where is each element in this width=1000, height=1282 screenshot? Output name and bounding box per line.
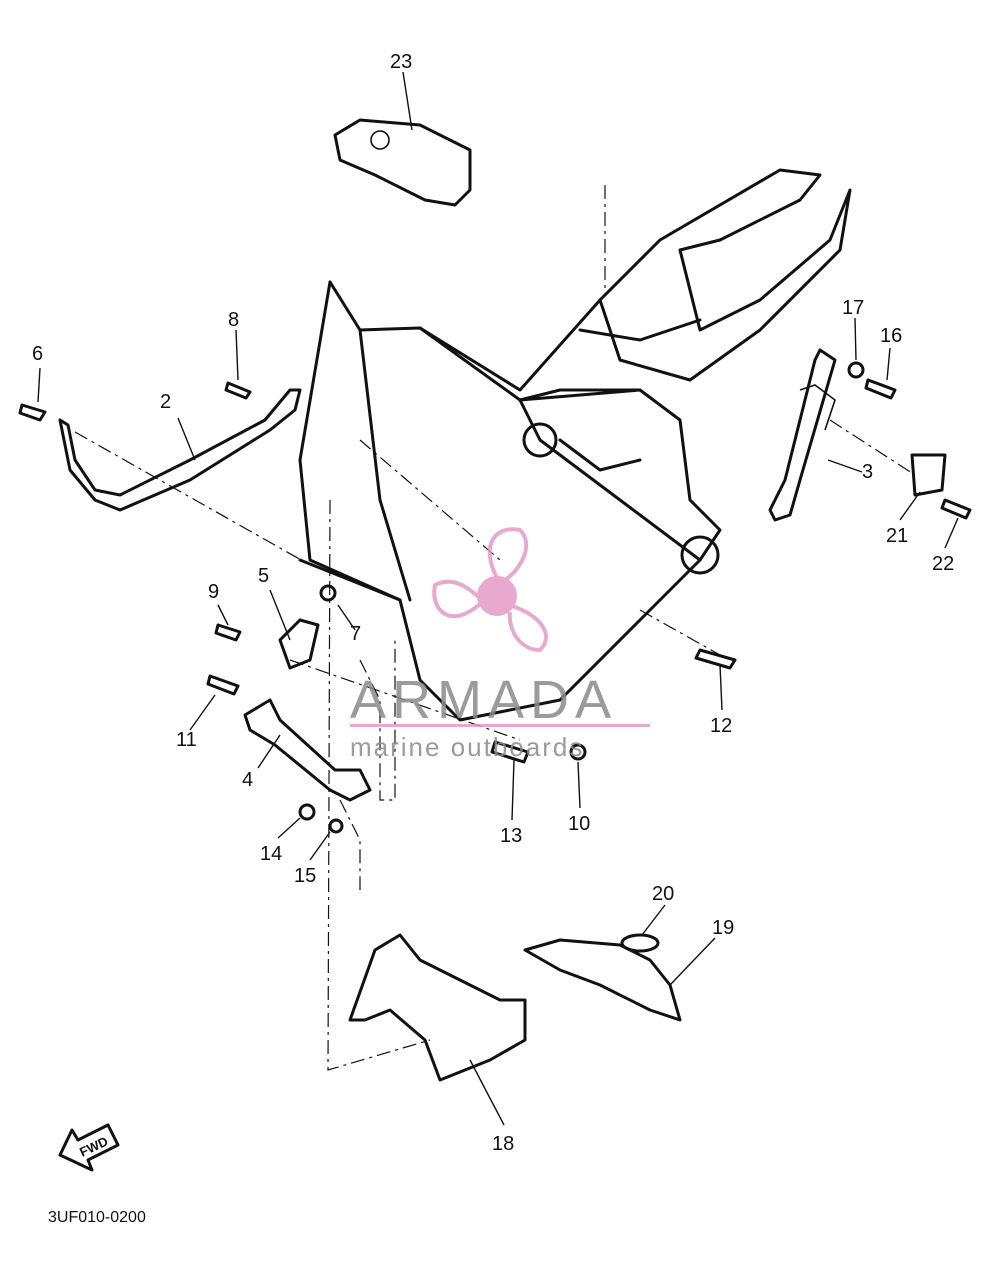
callout-2: 2 <box>160 391 171 413</box>
callout-18: 18 <box>492 1133 514 1155</box>
callout-4: 4 <box>242 769 253 791</box>
callout-10: 10 <box>568 813 590 835</box>
callout-21: 21 <box>886 525 908 547</box>
fasteners <box>18 361 972 834</box>
part-4-bracket <box>243 698 372 802</box>
callout-3: 3 <box>862 461 873 483</box>
callout-11: 11 <box>176 729 197 751</box>
part-2-bracket <box>58 388 302 512</box>
callout-23: 23 <box>390 51 412 73</box>
part-21-block <box>910 453 947 497</box>
fwd-arrow-icon: FWD <box>58 1123 120 1172</box>
callout-19: 19 <box>712 917 734 939</box>
callout-8: 8 <box>228 309 239 331</box>
part-5-plate <box>278 618 320 670</box>
part-19-shield <box>523 938 682 1022</box>
callout-7: 7 <box>350 623 361 645</box>
diagram-code: 3UF010-0200 <box>48 1209 146 1226</box>
callout-16: 16 <box>880 325 902 347</box>
watermark-underline <box>350 724 650 727</box>
callout-12: 12 <box>710 715 732 737</box>
callout-17: 17 <box>842 297 864 319</box>
watermark-brand: ARMADA <box>350 670 617 730</box>
callout-22: 22 <box>932 553 954 575</box>
callout-13: 13 <box>500 825 522 847</box>
part-23-pad <box>333 118 472 207</box>
callout-6: 6 <box>32 343 43 365</box>
watermark: ARMADA marine outboards <box>350 527 650 762</box>
callout-9: 9 <box>208 581 219 603</box>
callout-20: 20 <box>652 883 674 905</box>
watermark-tagline: marine outboards <box>350 732 584 762</box>
part-20-clip <box>620 933 660 953</box>
leader-lines <box>37 71 959 1126</box>
propeller-logo-icon <box>432 527 548 653</box>
main-frame <box>298 168 852 722</box>
callout-15: 15 <box>294 865 316 887</box>
callout-14: 14 <box>260 843 282 865</box>
part-18-cover <box>348 933 527 1082</box>
alignment-lines <box>74 185 916 1071</box>
callout-5: 5 <box>258 565 269 587</box>
part-3-stay <box>768 348 837 522</box>
